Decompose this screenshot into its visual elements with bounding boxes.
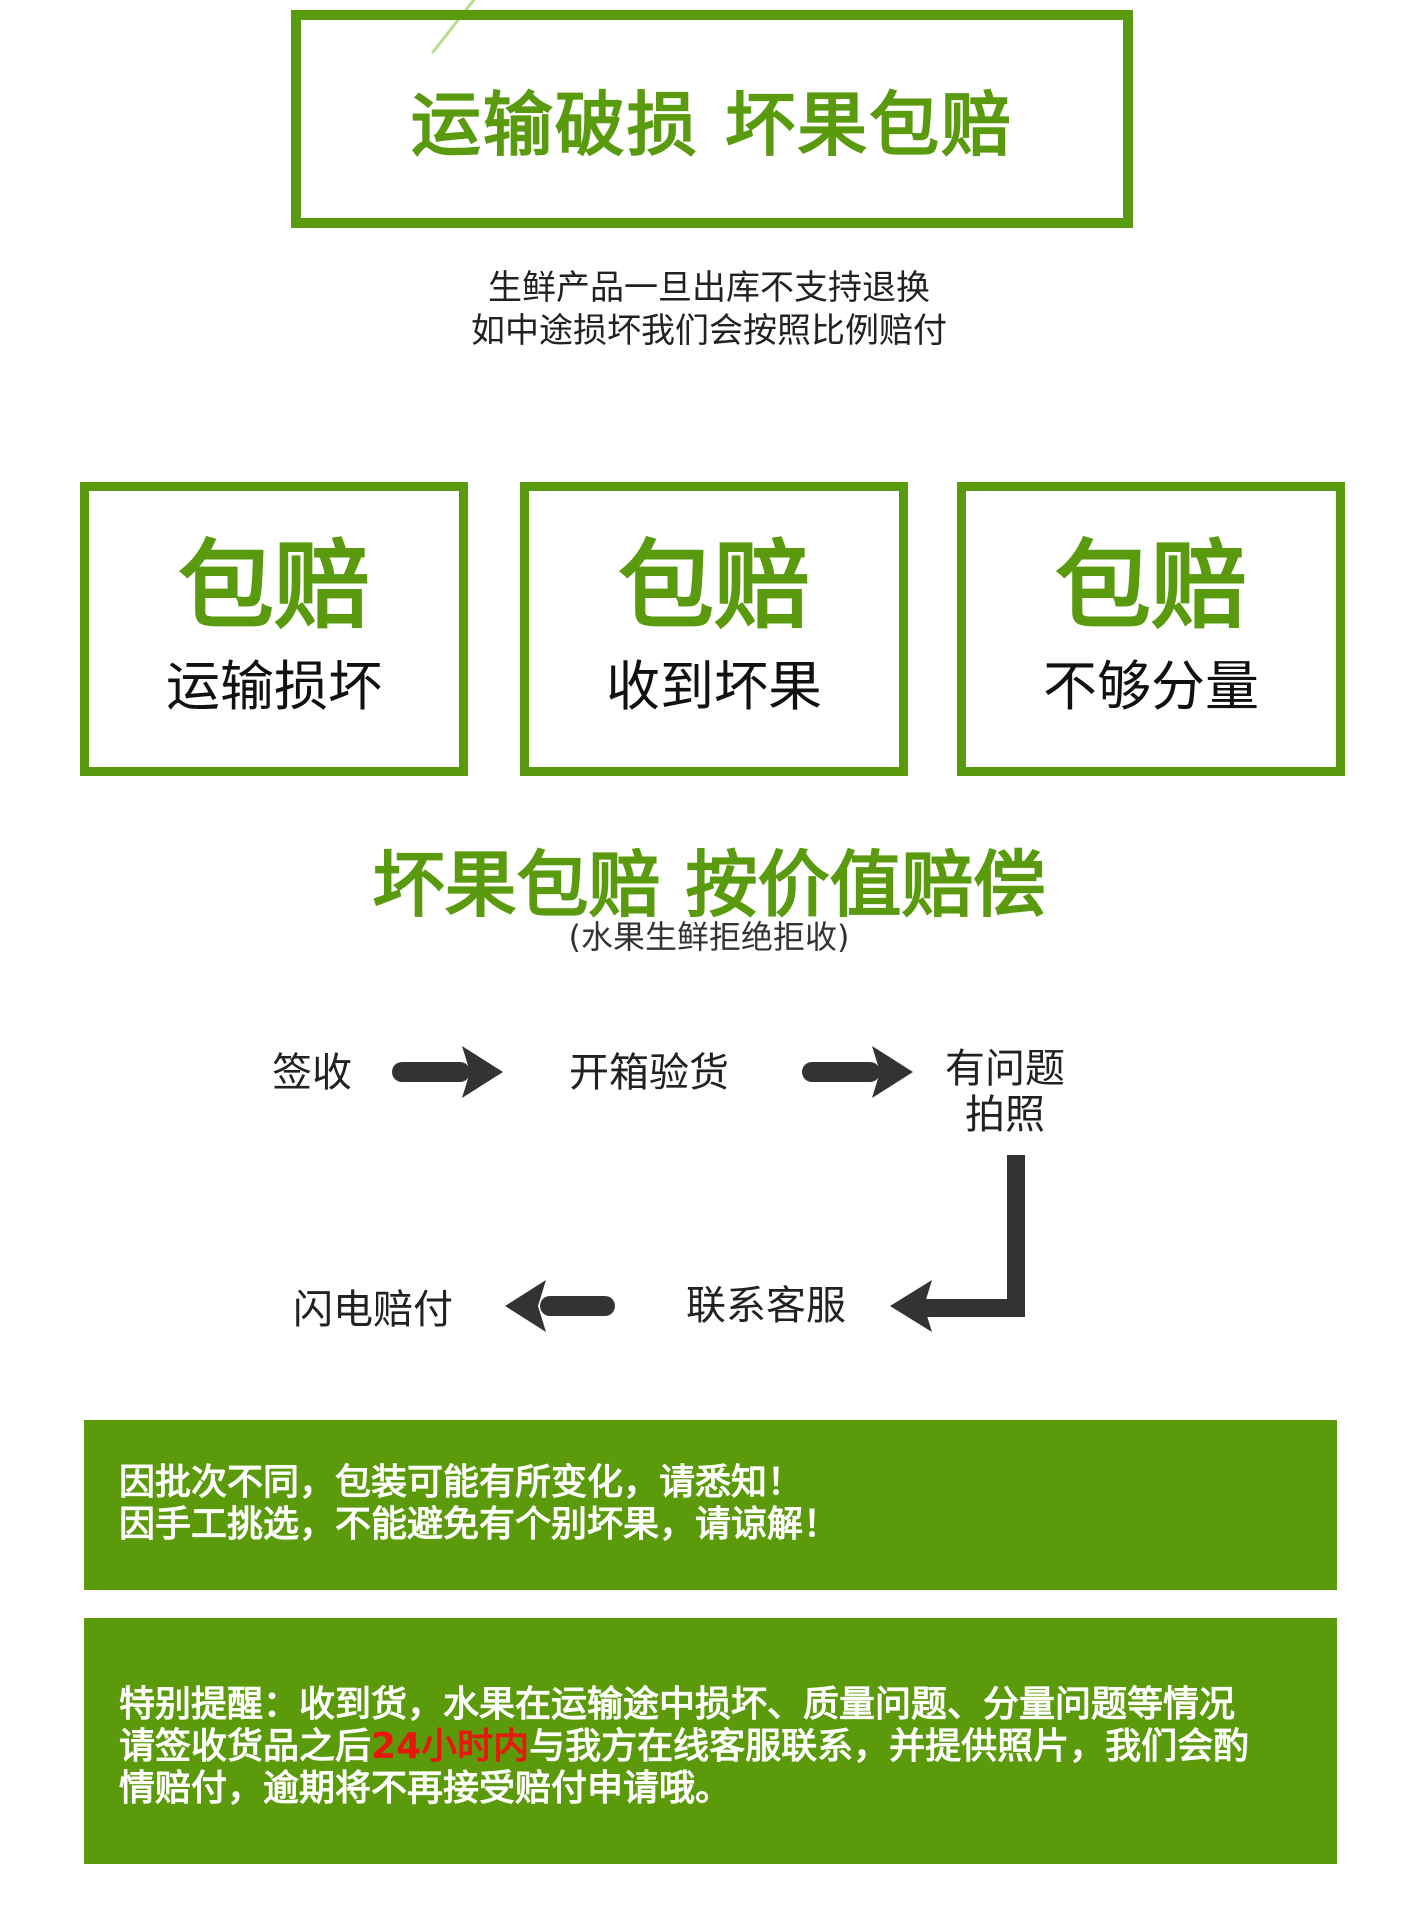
guarantee-card-weight: 包赔 不够分量 <box>957 482 1345 776</box>
notice-line: 情赔付，逾期将不再接受赔付申请哦。 <box>119 1768 732 1809</box>
arrow-right-icon <box>802 1046 913 1098</box>
guarantee-card-bad-fruit: 包赔 收到坏果 <box>520 482 908 776</box>
arrow-left-icon <box>505 1280 615 1332</box>
card-small-text: 收到坏果 <box>606 655 822 718</box>
card-big-text: 包赔 <box>1055 530 1247 642</box>
notice-line: 因手工挑选，不能避免有个别坏果，请谅解！ <box>119 1504 840 1545</box>
arrow-right-icon <box>392 1046 503 1098</box>
card-big-text: 包赔 <box>618 530 810 642</box>
notice-line: 请签收货品之后24小时内与我方在线客服联系，并提供照片，我们会酌 <box>119 1726 1337 1768</box>
subtitle-line-2: 如中途损坏我们会按照比例赔付 <box>471 311 947 351</box>
flow-step-photo-line1: 有问题 <box>945 1046 1065 1092</box>
card-small-text: 运输损坏 <box>166 655 382 718</box>
notice-line: 因批次不同，包装可能有所变化，请悉知！ <box>119 1462 804 1503</box>
section-heading: 坏果包赔 按价值赔偿 <box>372 843 1046 927</box>
guarantee-card-transport: 包赔 运输损坏 <box>80 482 468 776</box>
banner-title: 运输破损 坏果包赔 <box>410 83 1014 166</box>
notice-line: 特别提醒：收到货，水果在运输途中损坏、质量问题、分量问题等情况 <box>119 1684 1236 1725</box>
flow-step-compensate: 闪电赔付 <box>293 1287 453 1333</box>
flow-step-photo-line2: 拍照 <box>965 1092 1045 1138</box>
notice-text: 请签收货品之后 <box>119 1726 372 1767</box>
section-note: (水果生鲜拒绝拒收) <box>568 918 850 956</box>
flow-step-unbox: 开箱验货 <box>569 1050 729 1096</box>
notice-text: 与我方在线客服联系，并提供照片，我们会酌 <box>529 1726 1250 1767</box>
subtitle-line-1: 生鲜产品一旦出库不支持退换 <box>488 268 930 308</box>
flow-step-contact: 联系客服 <box>686 1283 846 1329</box>
card-big-text: 包赔 <box>178 530 370 642</box>
notice-box-reminder: 特别提醒：收到货，水果在运输途中损坏、质量问题、分量问题等情况 请签收货品之后2… <box>84 1618 1337 1864</box>
card-small-text: 不够分量 <box>1043 655 1259 718</box>
flow-step-sign: 签收 <box>272 1050 352 1096</box>
notice-box-packaging: 因批次不同，包装可能有所变化，请悉知！ 因手工挑选，不能避免有个别坏果，请谅解！ <box>84 1420 1337 1590</box>
banner-box: 运输破损 坏果包赔 <box>291 10 1133 228</box>
deadline-highlight: 24小时内 <box>371 1726 530 1767</box>
flow-step-photo: 有问题 拍照 <box>935 1046 1075 1138</box>
arrow-elbow-left-icon <box>890 1155 1025 1332</box>
